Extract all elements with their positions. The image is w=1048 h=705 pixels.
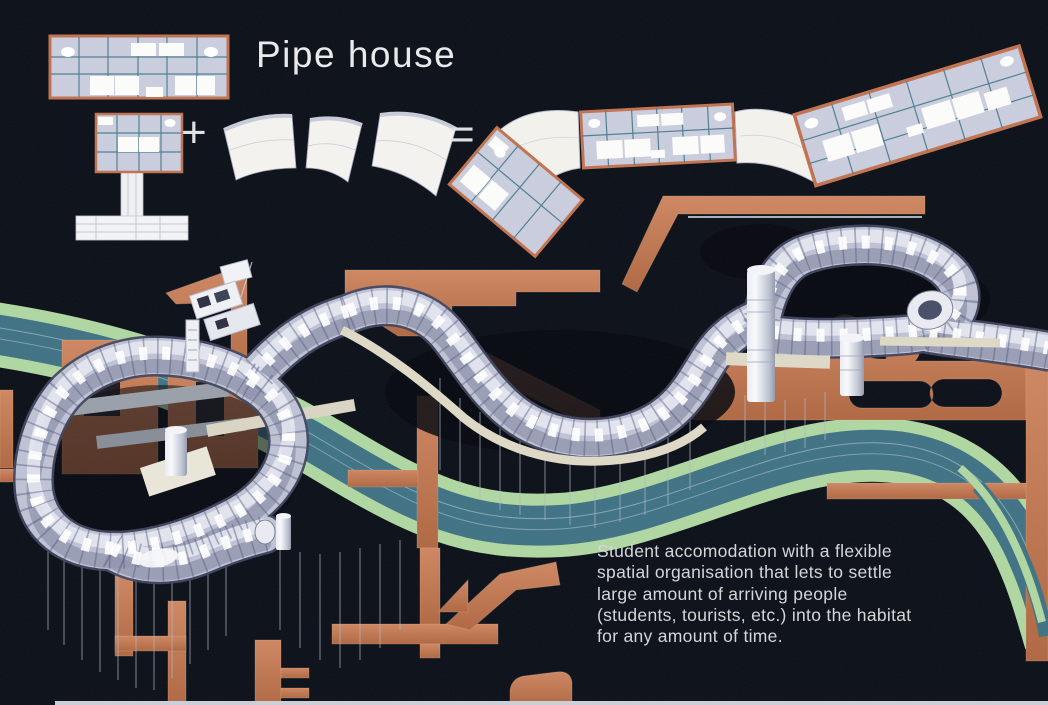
project-description: Student accomodation with a flexible spa… (597, 541, 912, 647)
plus-operator: + (181, 108, 207, 157)
equals-operator: = (449, 110, 475, 159)
page-title: Pipe house (256, 34, 457, 75)
footer-strip (55, 701, 1048, 705)
